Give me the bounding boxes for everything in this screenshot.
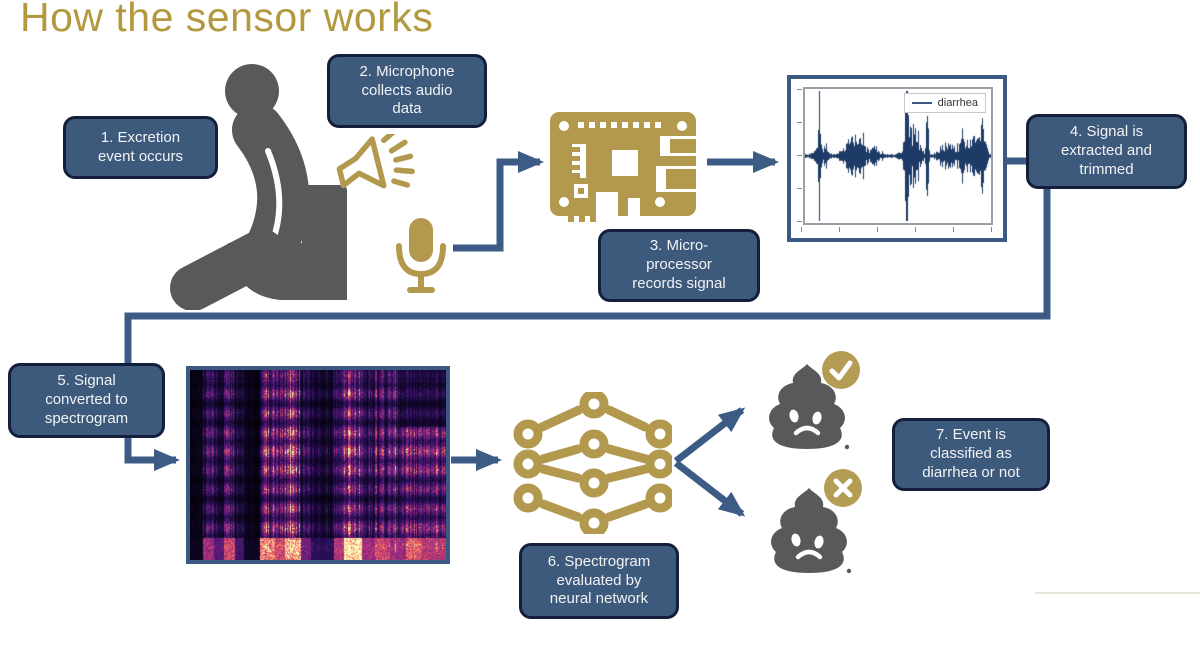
waveform-axes: diarrhea <box>803 87 993 225</box>
bottom-divider-line <box>1035 592 1200 594</box>
legend-line-swatch <box>911 102 932 104</box>
step-box-7: 7. Event is classified as diarrhea or no… <box>892 418 1050 491</box>
sound-speaker-icon <box>336 134 415 189</box>
waveform-yticks <box>797 89 802 225</box>
person-on-toilet-icon <box>170 64 347 310</box>
waveform-figure: diarrhea <box>787 75 1007 242</box>
microphone-icon <box>396 218 446 293</box>
arrow-step4-to-spectrogram <box>124 188 1051 471</box>
neural-network-icon <box>513 392 672 534</box>
poop-cross-icon <box>771 469 862 574</box>
poop-check-icon <box>769 351 860 450</box>
waveform-xticks <box>801 227 993 232</box>
legend-label: diarrhea <box>937 97 978 109</box>
step-box-5: 5. Signal converted to spectrogram <box>8 363 165 438</box>
spectrogram-figure <box>186 366 450 564</box>
check-badge <box>822 351 860 389</box>
arrow-network-to-positive <box>673 407 746 464</box>
arrow-mic-to-processor <box>453 151 544 252</box>
step-box-3: 3. Micro- processor records signal <box>598 229 760 302</box>
page-title: How the sensor works <box>20 0 434 40</box>
step-box-4: 4. Signal is extracted and trimmed <box>1026 114 1187 189</box>
waveform-legend: diarrhea <box>903 93 986 113</box>
step-box-1: 1. Excretion event occurs <box>63 116 218 179</box>
arrow-network-to-negative <box>673 460 746 517</box>
step-box-2: 2. Microphone collects audio data <box>327 54 487 128</box>
step-box-6: 6. Spectrogram evaluated by neural netwo… <box>519 543 679 619</box>
cross-icon <box>833 478 853 498</box>
spectrogram-canvas <box>190 370 446 560</box>
raspberry-pi-board-icon <box>550 112 696 222</box>
check-icon <box>829 360 853 381</box>
